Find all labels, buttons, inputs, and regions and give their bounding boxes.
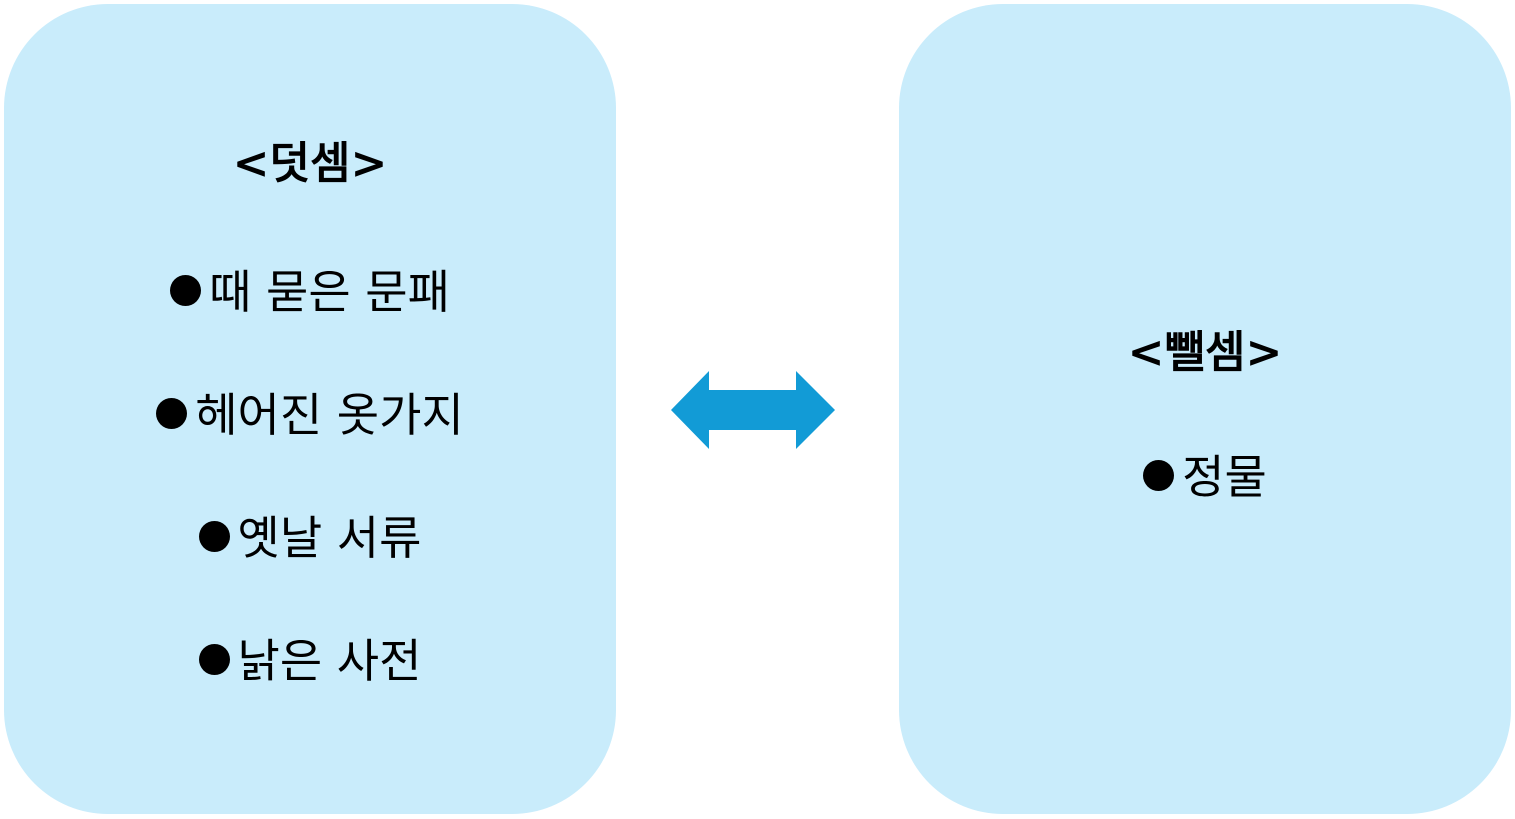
double-headed-arrow-icon <box>671 371 835 449</box>
subtraction-item: 정물 <box>899 454 1511 500</box>
addition-item-label: 때 묻은 문패 <box>209 265 450 319</box>
subtraction-title: <뺄셈> <box>1127 327 1283 378</box>
addition-item: 낡은 사전 <box>4 638 616 684</box>
bullet-icon <box>198 644 230 675</box>
addition-item: 옛날 서류 <box>4 515 616 561</box>
subtraction-panel: <뺄셈> 정물 <box>899 4 1511 814</box>
addition-item-label: 낡은 사전 <box>237 634 422 688</box>
bullet-icon <box>156 398 188 429</box>
bullet-icon <box>198 521 230 552</box>
subtraction-item-label: 정물 <box>1182 450 1267 504</box>
addition-panel: <덧셈> 때 묻은 문패 헤어진 옷가지 옛날 서류 낡은 사전 <box>4 4 616 814</box>
addition-item: 헤어진 옷가지 <box>4 392 616 438</box>
bullet-icon <box>170 275 202 306</box>
addition-item-label: 헤어진 옷가지 <box>195 388 464 442</box>
addition-item-label: 옛날 서류 <box>237 511 422 565</box>
addition-title: <덧셈> <box>232 138 388 189</box>
addition-item: 때 묻은 문패 <box>4 269 616 315</box>
bullet-icon <box>1143 460 1175 491</box>
